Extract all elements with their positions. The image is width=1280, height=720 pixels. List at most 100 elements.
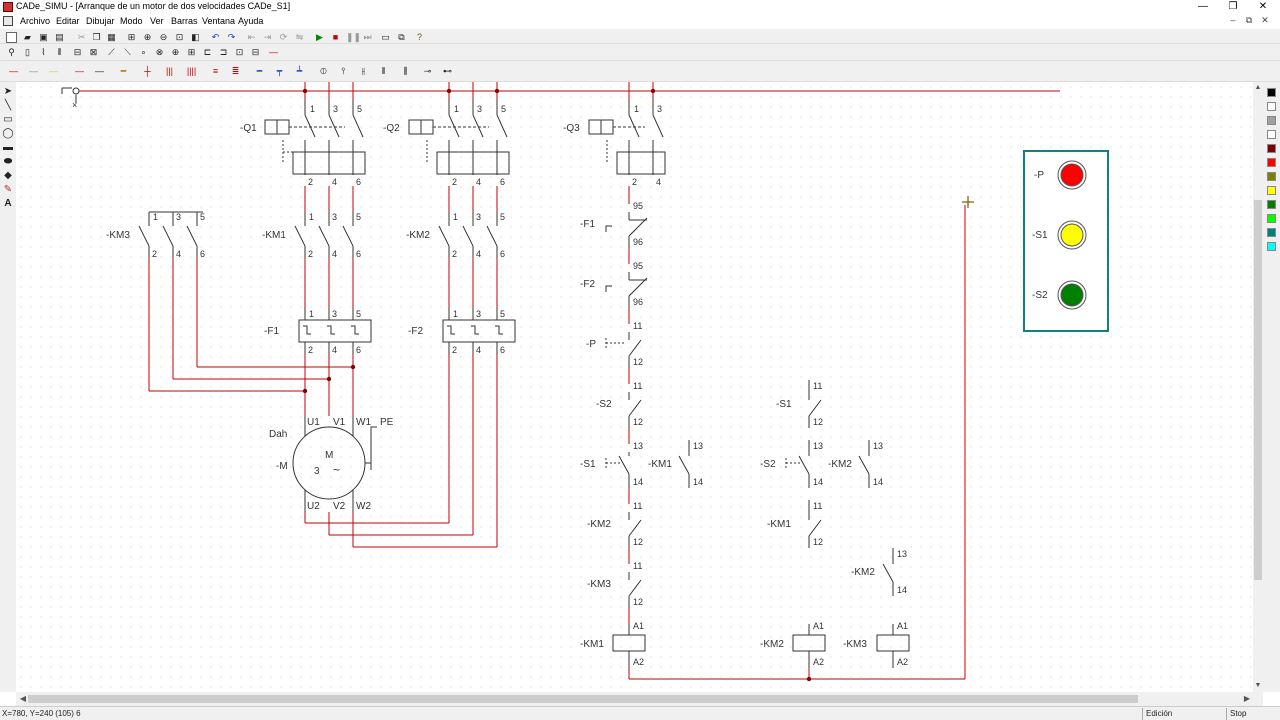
color-swatch[interactable]: [1267, 88, 1276, 97]
pilot-light-s1[interactable]: -S1: [1032, 220, 1087, 250]
color-swatch[interactable]: [1267, 144, 1276, 153]
aux-contact-km2-start[interactable]: -KM2 13 14: [851, 548, 907, 596]
step-simulation-icon[interactable]: ⏭: [363, 32, 372, 42]
pilot-light-p[interactable]: -P: [1034, 160, 1087, 190]
junction-icon[interactable]: ┼: [144, 66, 151, 76]
button-s1-no[interactable]: -S1 13 14: [580, 441, 643, 488]
step-icon[interactable]: ⇥: [263, 32, 272, 42]
copy-icon[interactable]: ❐: [92, 32, 101, 42]
three-pole-breaker-icon[interactable]: ⫴: [57, 47, 62, 57]
color-swatch[interactable]: [1267, 200, 1276, 209]
terminal-icon[interactable]: ∘: [140, 47, 147, 57]
terminal-4-icon[interactable]: ⫴: [381, 66, 386, 76]
motor-icon[interactable]: ⊕: [171, 47, 180, 57]
button-s2-nc[interactable]: -S2 11 12: [596, 381, 643, 428]
contact-nc-icon[interactable]: ⟍: [124, 47, 131, 57]
power-source-icon[interactable]: ⚲: [8, 47, 15, 57]
run-simulation-icon[interactable]: ▶: [316, 32, 323, 42]
aux-contact-km1-nc[interactable]: -KM1 11 12: [767, 500, 823, 548]
coil-km1[interactable]: -KM1 A1 A2: [580, 621, 646, 668]
pilot-light-s2[interactable]: -S2: [1032, 280, 1087, 310]
aux-contact-km2-nc[interactable]: -KM2 11 12: [587, 501, 643, 548]
color-swatch[interactable]: [1267, 102, 1276, 111]
rotate-icon[interactable]: ⟳: [279, 32, 288, 42]
pilot-light-panel[interactable]: -P -S1 -S2: [1023, 150, 1109, 332]
breaker-q2[interactable]: -Q2 1 3 5 2 4 6: [383, 100, 510, 187]
relay-icon[interactable]: ⊠: [89, 47, 98, 57]
mdi-minimize-button[interactable]: –: [1230, 15, 1236, 25]
color-swatch[interactable]: [1267, 242, 1276, 251]
aux-contact-km1[interactable]: -KM1 13 14: [648, 440, 703, 488]
color-swatch[interactable]: [1267, 186, 1276, 195]
color-swatch[interactable]: [1267, 214, 1276, 223]
wire-red-icon[interactable]: —: [9, 66, 18, 76]
wire-tool-icon[interactable]: —: [269, 47, 278, 57]
menu-ventana[interactable]: Ventana: [202, 16, 236, 26]
coil-icon[interactable]: ⊏: [203, 47, 212, 57]
stop-button-p[interactable]: -P 11 12: [586, 321, 643, 368]
rectangle-tool-icon[interactable]: ▭: [3, 114, 13, 125]
coil-km3[interactable]: -KM3 A1 A2: [843, 621, 910, 668]
filled-rectangle-icon[interactable]: ▬: [3, 142, 13, 153]
four-wire-icon[interactable]: ||||: [186, 66, 197, 76]
save-icon[interactable]: ▣: [39, 32, 48, 42]
color-swatch[interactable]: [1267, 158, 1276, 167]
motor-m[interactable]: Dah -M M 3 ~ U1 V1 W1 PE U2 V2 W2: [269, 416, 394, 512]
menu-ayuda[interactable]: Ayuda: [238, 16, 264, 26]
contactor-km2[interactable]: -KM2 1 3 5 2 4 6: [406, 212, 505, 259]
menu-modo[interactable]: Modo: [120, 16, 143, 26]
menu-ver[interactable]: Ver: [150, 16, 164, 26]
lamp-icon[interactable]: ⊗: [155, 47, 164, 57]
mdi-restore-button[interactable]: ⧉: [1245, 15, 1253, 25]
scroll-left-icon[interactable]: ◀: [19, 694, 27, 703]
menu-barras[interactable]: Barras: [171, 16, 198, 26]
redo-icon[interactable]: ↷: [227, 32, 236, 42]
cable-icon[interactable]: ⊟: [251, 47, 260, 57]
pointer-icon[interactable]: ➤: [3, 86, 13, 97]
bus-alt-icon[interactable]: ≣: [231, 66, 240, 76]
contact-icon[interactable]: ⟋: [108, 47, 115, 57]
horizontal-scroll-thumb[interactable]: [28, 695, 1138, 703]
coil-km2[interactable]: -KM2 A1 A2: [760, 621, 826, 668]
new-file-icon[interactable]: [6, 32, 17, 43]
menu-archivo[interactable]: Archivo: [20, 16, 51, 26]
zoom-all-icon[interactable]: ⊞: [127, 32, 136, 42]
thermal-relay-f2[interactable]: -F2 1 3 5 2 4 6: [408, 308, 516, 355]
thermal-relay-icon[interactable]: ⊞: [187, 47, 196, 57]
button-s1-nc[interactable]: -S1 11 12: [776, 380, 823, 428]
connector-icon[interactable]: ⦶: [320, 66, 327, 76]
color-swatch[interactable]: [1267, 130, 1276, 139]
thermal-relay-f1[interactable]: -F1 1 3 5 2 4 6: [264, 308, 372, 355]
close-button[interactable]: ✕: [1258, 1, 1268, 12]
mdi-close-button[interactable]: ✕: [1261, 15, 1269, 25]
contactor-km1[interactable]: -KM1 1 3 5 2 4 6: [262, 212, 361, 259]
color-swatch[interactable]: [1267, 116, 1276, 125]
cascade-windows-icon[interactable]: ⧉: [398, 32, 405, 42]
help-icon[interactable]: ?: [416, 32, 422, 42]
mirror-icon[interactable]: ⇋: [295, 32, 304, 42]
three-wire-icon[interactable]: |||: [165, 66, 173, 76]
print-icon[interactable]: ▤: [55, 32, 64, 42]
breaker-icon[interactable]: ⌇: [41, 47, 46, 57]
text-tool-icon[interactable]: A: [4, 198, 12, 209]
pause-simulation-icon[interactable]: ❚❚: [346, 32, 362, 42]
phase-l2-icon[interactable]: —: [95, 66, 104, 76]
maximize-button[interactable]: ❐: [1228, 1, 1238, 12]
contactor-km3[interactable]: -KM3 1 3 5 2 4 6: [106, 212, 205, 259]
minimize-button[interactable]: —: [1198, 1, 1208, 12]
step-back-icon[interactable]: ⇤: [247, 32, 256, 42]
menu-dibujar[interactable]: Dibujar: [86, 16, 115, 26]
zoom-window-icon[interactable]: ⊡: [175, 32, 184, 42]
terminal-3-icon[interactable]: ⫲: [362, 66, 365, 76]
neutral-icon[interactable]: ━: [120, 66, 127, 76]
wire-blue-light-icon[interactable]: —: [29, 66, 38, 76]
zoom-previous-icon[interactable]: ◧: [191, 32, 200, 42]
scroll-right-icon[interactable]: ▶: [1243, 694, 1251, 703]
blue-bus-icon[interactable]: ┷: [296, 66, 303, 76]
blue-junction-icon[interactable]: ┯: [276, 66, 283, 76]
aux-contact-f2[interactable]: -F2 95 96: [580, 261, 648, 308]
phase-l1-icon[interactable]: —: [75, 66, 84, 76]
disconnect-icon[interactable]: ⊟: [73, 47, 82, 57]
aux-contact-km2-no[interactable]: -KM2 13 14: [828, 440, 883, 488]
undo-icon[interactable]: ↶: [211, 32, 220, 42]
